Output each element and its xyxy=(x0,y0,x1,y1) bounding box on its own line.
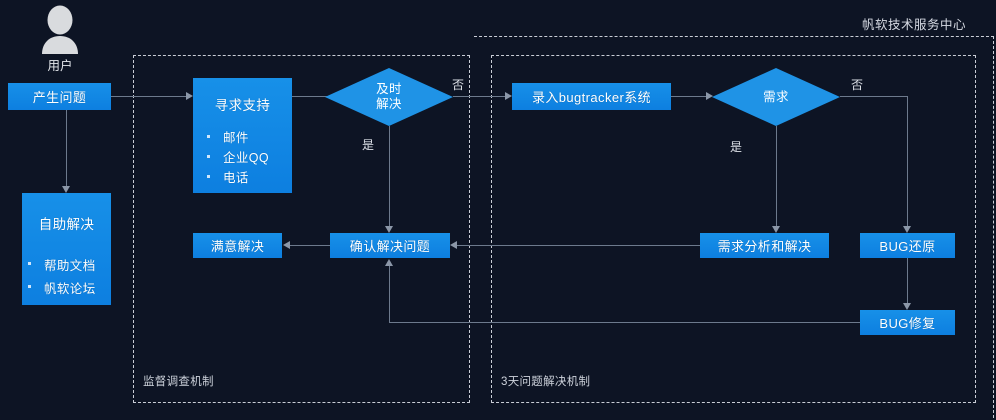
edge-bugtracker-to-demand xyxy=(671,96,711,97)
edge-demand-no-vertical xyxy=(907,96,908,226)
supervision-panel-label: 监督调查机制 xyxy=(143,376,214,388)
arrowhead-problem-to-selfsolve xyxy=(62,186,70,193)
node-satisfied-resolution[interactable]: 满意解决 xyxy=(193,233,282,258)
list-item: 邮件 xyxy=(207,128,292,148)
arrowhead-timely-yes xyxy=(385,226,393,233)
edge-confirm-to-satisfied xyxy=(290,245,330,246)
three-day-panel-label: 3天问题解决机制 xyxy=(501,376,591,388)
node-enter-bugtracker-system[interactable]: 录入bugtracker系统 xyxy=(512,83,671,110)
user-avatar-icon xyxy=(36,5,84,55)
node-produce-problem-label: 产生问题 xyxy=(32,90,87,105)
node-seek-support-bullets: 邮件 企业QQ 电话 xyxy=(193,114,292,188)
node-confirm-problem-resolved[interactable]: 确认解决问题 xyxy=(330,233,450,258)
arrowhead-bugfix-to-confirm xyxy=(385,259,393,266)
outer-boundary-label: 帆软技术服务中心 xyxy=(862,18,967,32)
node-bug-reproduction-label: BUG还原 xyxy=(879,239,936,254)
node-seek-support-title: 寻求支持 xyxy=(214,98,271,113)
node-self-solve[interactable]: 自助解决 帮助文档 帆软论坛 xyxy=(22,193,111,305)
node-requirement-analysis-and-resolution[interactable]: 需求分析和解决 xyxy=(700,233,829,258)
edge-problem-to-seek xyxy=(111,96,186,97)
arrowhead-bugtracker-to-demand xyxy=(706,92,713,100)
list-item: 企业QQ xyxy=(207,148,292,168)
edge-bugfix-to-confirm-horizontal xyxy=(389,322,860,323)
edge-label-demand-no: 否 xyxy=(851,78,864,92)
node-self-solve-bullets: 帮助文档 帆软论坛 xyxy=(22,233,111,301)
user-label: 用户 xyxy=(47,59,73,73)
node-bug-fix[interactable]: BUG修复 xyxy=(860,310,955,335)
node-bug-fix-label: BUG修复 xyxy=(879,316,936,331)
decision-is-requirement[interactable]: 需求 xyxy=(712,68,840,126)
arrowhead-demand-no xyxy=(903,226,911,233)
edge-problem-to-selfsolve xyxy=(66,110,67,186)
node-confirm-problem-resolved-label: 确认解决问题 xyxy=(349,239,431,254)
edge-label-timely-no: 否 xyxy=(452,78,465,92)
arrowhead-timely-no xyxy=(505,92,512,100)
edge-bugrestore-to-bugfix xyxy=(907,258,908,303)
edge-timely-yes-to-confirm xyxy=(389,126,390,226)
list-item: 电话 xyxy=(207,168,292,188)
node-requirement-analysis-label: 需求分析和解决 xyxy=(717,239,812,254)
outer-service-center-boundary xyxy=(474,36,994,418)
supervision-panel-boundary xyxy=(133,55,470,403)
edge-demand-yes-to-reqsolve xyxy=(776,126,777,226)
arrowhead-problem-to-seek xyxy=(186,92,193,100)
arrowhead-bugrestore-to-bugfix xyxy=(903,303,911,310)
node-enter-bugtracker-system-label: 录入bugtracker系统 xyxy=(531,90,652,105)
edge-bugfix-to-confirm-vertical xyxy=(389,266,390,323)
arrowhead-reqsolve-to-confirm xyxy=(450,241,457,249)
list-item: 帆软论坛 xyxy=(28,278,111,301)
decision-timely-resolution[interactable]: 及时 解决 xyxy=(325,68,453,126)
arrowhead-demand-yes xyxy=(772,226,780,233)
node-bug-reproduction[interactable]: BUG还原 xyxy=(860,233,955,258)
edge-label-demand-yes: 是 xyxy=(730,140,743,154)
three-day-panel-boundary xyxy=(491,55,976,403)
edge-timely-no-to-bugtracker xyxy=(453,96,505,97)
node-self-solve-title: 自助解决 xyxy=(38,217,95,232)
node-satisfied-resolution-label: 满意解决 xyxy=(210,239,265,254)
list-item: 帮助文档 xyxy=(28,255,111,278)
node-produce-problem[interactable]: 产生问题 xyxy=(8,83,111,110)
arrowhead-confirm-to-satisfied xyxy=(283,241,290,249)
edge-reqsolve-to-confirm xyxy=(457,245,700,246)
edge-seek-to-timely xyxy=(292,96,328,97)
edge-label-timely-yes: 是 xyxy=(362,138,375,152)
edge-demand-no-horizontal xyxy=(840,96,908,97)
node-seek-support[interactable]: 寻求支持 邮件 企业QQ 电话 xyxy=(193,78,292,193)
